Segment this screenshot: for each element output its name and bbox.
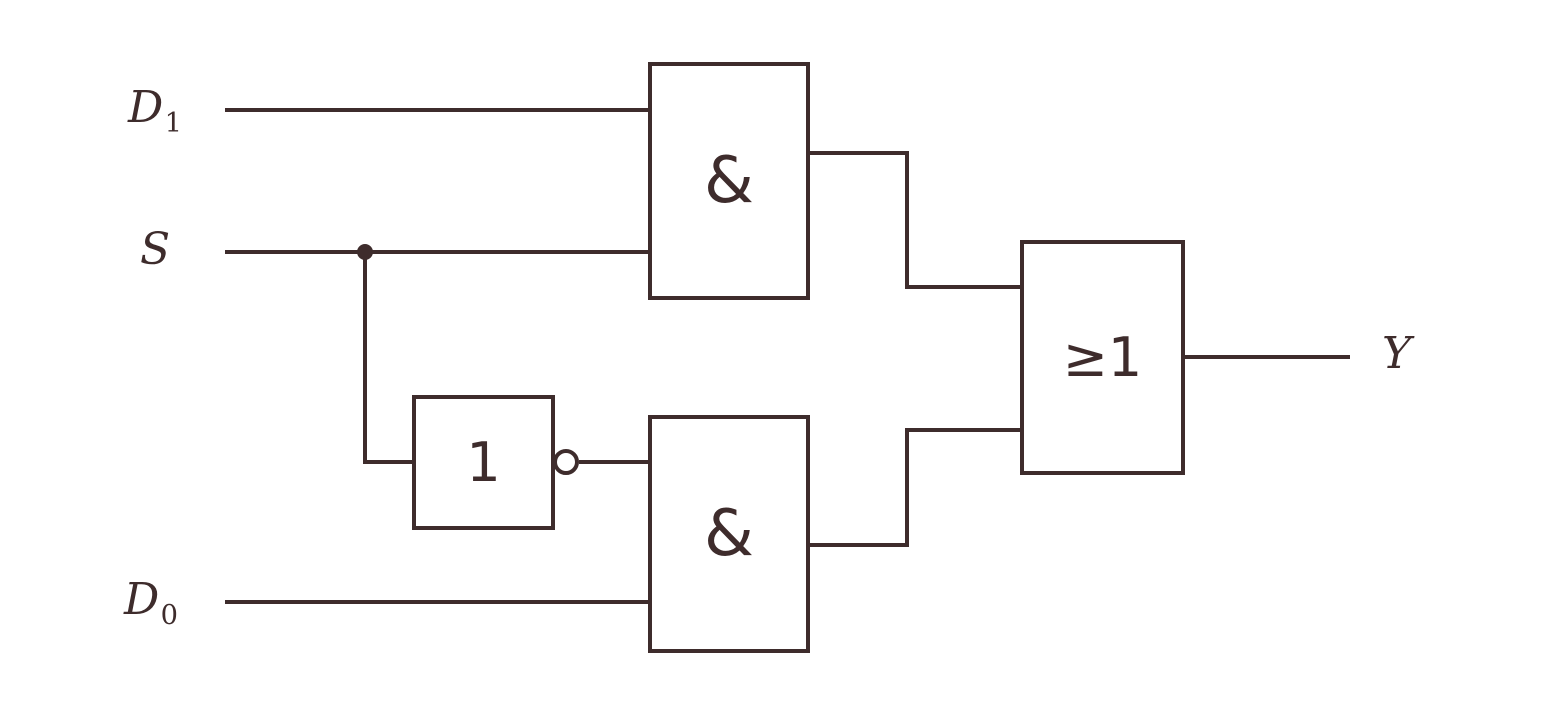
wire-y-output xyxy=(1185,355,1350,359)
wire-d0-input xyxy=(225,600,648,604)
and-gate-top: & xyxy=(648,62,810,300)
not-gate-symbol: 1 xyxy=(466,431,501,494)
or-gate: ≥1 xyxy=(1020,240,1185,475)
inversion-bubble-icon xyxy=(553,449,579,475)
wire-s-branch-vertical xyxy=(363,250,367,462)
wire-s-branch-to-not xyxy=(363,460,414,464)
and-gate-top-symbol: & xyxy=(704,144,754,218)
and-gate-bottom-symbol: & xyxy=(704,497,754,571)
wire-and-bottom-out-h1 xyxy=(810,543,909,547)
label-y: Y xyxy=(1382,328,1412,379)
wire-and-bottom-out-h2 xyxy=(905,428,1020,432)
wire-and-bottom-out-vertical xyxy=(905,428,909,547)
and-gate-bottom: & xyxy=(648,415,810,653)
label-d1: D1 xyxy=(128,82,182,139)
label-d1-subscript: 1 xyxy=(164,107,182,139)
not-gate: 1 xyxy=(412,395,555,530)
wire-s-input xyxy=(225,250,648,254)
wire-and-top-out-h2 xyxy=(905,285,1020,289)
wire-not-output xyxy=(579,460,648,464)
wire-d1-input xyxy=(225,108,648,112)
label-d0: D0 xyxy=(124,574,178,631)
label-d0-subscript: 0 xyxy=(160,599,178,631)
label-s: S xyxy=(140,224,171,275)
or-gate-symbol: ≥1 xyxy=(1062,326,1143,389)
wire-and-top-out-h1 xyxy=(810,151,909,155)
wire-and-top-out-vertical xyxy=(905,151,909,289)
